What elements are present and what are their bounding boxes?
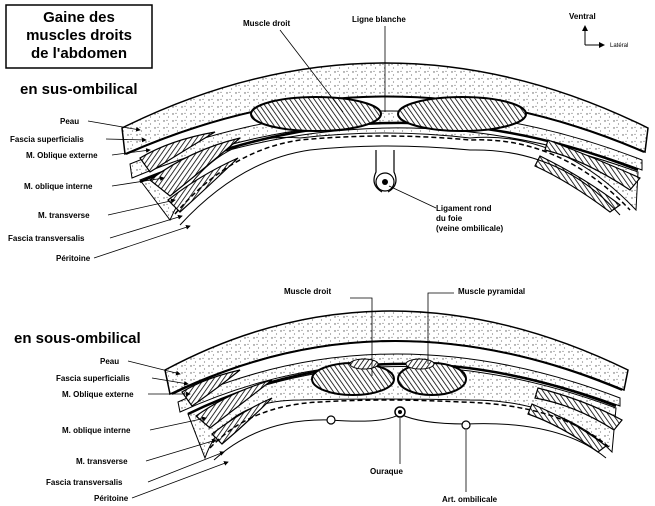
title-line-1: Gaine des — [43, 9, 115, 26]
bottom-label-art-ombilicale: Art. ombilicale — [442, 495, 498, 504]
bottom-label-muscle-droit: Muscle droit — [284, 287, 331, 296]
top-leader-fascia-transversalis — [110, 216, 182, 238]
top-label-ligne-blanche: Ligne blanche — [352, 15, 406, 24]
top-label-ligament-2: du foie — [436, 214, 463, 223]
lateral-label: Latéral — [610, 43, 628, 49]
bottom-leader-peritoine — [132, 462, 228, 498]
top-label-fascia-transversalis: Fascia transversalis — [8, 234, 85, 243]
top-label-oblique-externe: M. Oblique externe — [26, 151, 98, 160]
top-label-peau: Peau — [60, 117, 79, 126]
title-line-3: de l'abdomen — [31, 45, 127, 62]
top-heading: en sus-ombilical — [20, 81, 138, 98]
ventral-label: Ventral — [569, 12, 596, 21]
bottom-label-peritoine: Péritoine — [94, 494, 129, 503]
top-label-ligament-3: (veine ombilicale) — [436, 224, 503, 233]
top-label-oblique-interne: M. oblique interne — [24, 182, 93, 191]
bottom-label-peau: Peau — [100, 357, 119, 366]
bottom-pyramidal-left — [350, 359, 378, 369]
top-leader-peritoine — [94, 226, 190, 258]
orientation-indicator: Ventral Latéral — [569, 12, 628, 49]
bottom-label-transverse: M. transverse — [76, 457, 128, 466]
bottom-art-ombilicale-right — [462, 421, 470, 429]
top-label-muscle-droit: Muscle droit — [243, 19, 290, 28]
bottom-label-oblique-externe: M. Oblique externe — [62, 390, 134, 399]
top-label-transverse: M. transverse — [38, 211, 90, 220]
bottom-cross-section: en sous-ombilical Muscle droit Muscle py… — [14, 287, 628, 504]
bottom-pyramidal-right — [406, 359, 434, 369]
top-label-peritoine: Péritoine — [56, 254, 91, 263]
title-box: Gaine des muscles droits de l'abdomen — [6, 5, 152, 68]
top-muscle-droit-left — [251, 97, 381, 131]
bottom-label-muscle-pyramidal: Muscle pyramidal — [458, 287, 525, 296]
bottom-heading: en sous-ombilical — [14, 330, 141, 347]
bottom-label-ouraque: Ouraque — [370, 467, 403, 476]
top-veine-ombilicale — [382, 179, 388, 185]
top-leader-ligament — [389, 186, 436, 208]
bottom-label-fascia-transversalis: Fascia transversalis — [46, 478, 123, 487]
title-line-2: muscles droits — [26, 27, 132, 44]
top-label-ligament-1: Ligament rond — [436, 204, 492, 213]
top-muscle-droit-right — [398, 97, 526, 131]
top-label-fascia-superficialis: Fascia superficialis — [10, 135, 84, 144]
bottom-art-ombilicale-left — [327, 416, 335, 424]
bottom-muscle-droit-right — [398, 363, 466, 395]
bottom-label-oblique-interne: M. oblique interne — [62, 426, 131, 435]
top-peritoine — [180, 146, 620, 225]
bottom-muscle-droit-left — [312, 363, 394, 395]
bottom-label-fascia-superficialis: Fascia superficialis — [56, 374, 130, 383]
bottom-ouraque-core — [398, 410, 402, 414]
